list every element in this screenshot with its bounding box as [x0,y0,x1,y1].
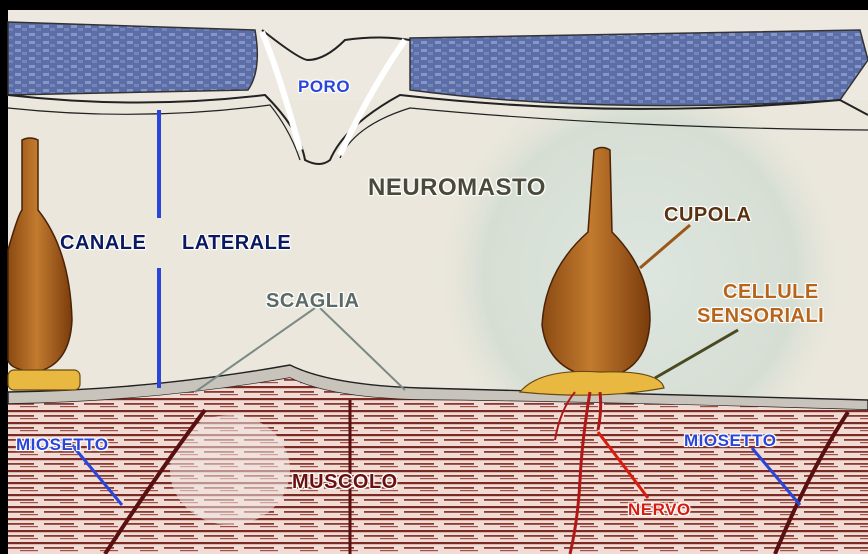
label-poro: PORO [298,77,350,97]
label-nervo: NERVO [628,500,691,520]
scale-top-left [8,22,257,95]
label-sensoriali: SENSORIALI [697,305,824,328]
label-muscolo: MUSCOLO [292,471,398,494]
canal-line-lower [157,268,161,388]
label-cupola: CUPOLA [664,204,751,227]
label-canale: CANALE [60,232,146,255]
label-neuromasto: NEUROMASTO [368,174,546,202]
label-miosetto-left: MIOSETTO [16,435,108,455]
neuromast-left-cells [8,370,80,390]
label-laterale: LATERALE [182,232,291,255]
label-cellule: CELLULE [723,281,819,304]
canal-line-upper [157,110,161,218]
label-miosetto-right: MIOSETTO [684,431,776,451]
scale-top-right [410,30,868,106]
label-scaglia: SCAGLIA [266,290,360,313]
